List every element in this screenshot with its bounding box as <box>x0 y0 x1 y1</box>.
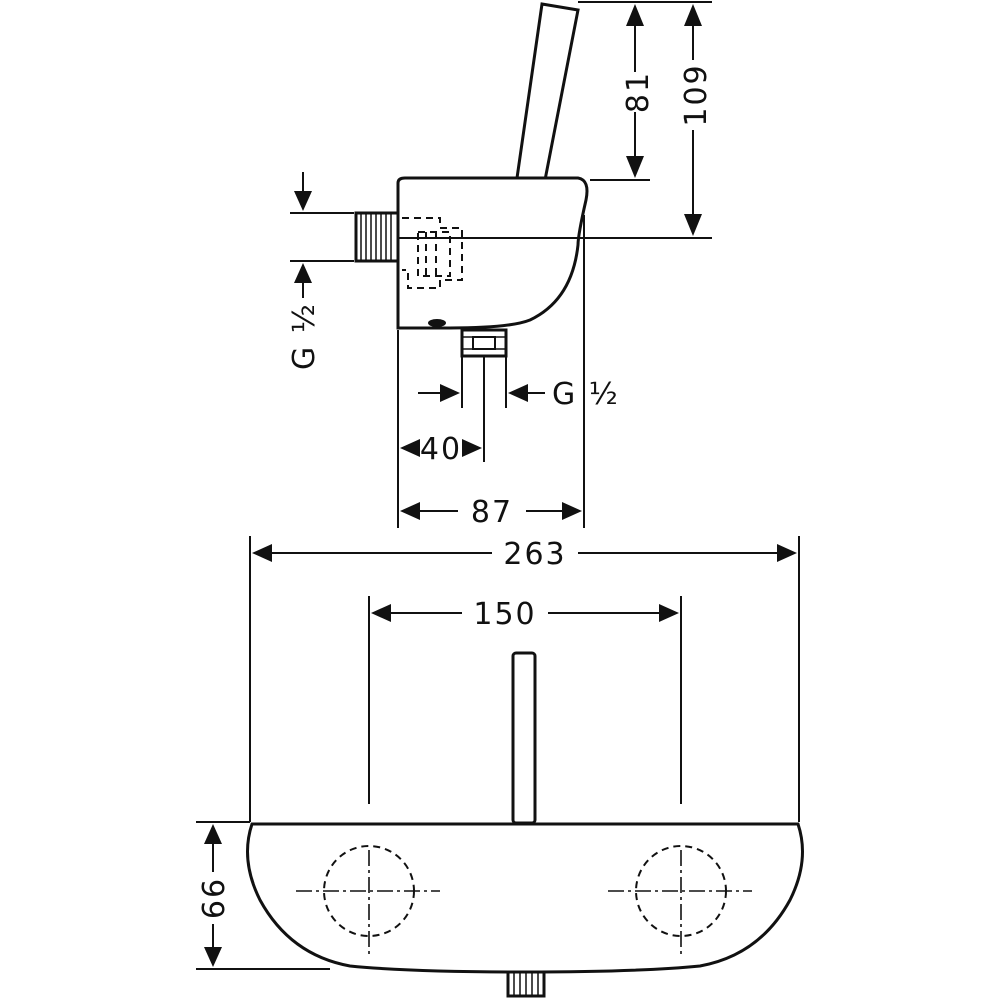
mixer-body-front <box>246 822 804 974</box>
dim-87-label: 87 <box>471 495 513 530</box>
inlet-thread <box>354 211 400 263</box>
dim-inlet-thread-label: G ½ <box>287 302 322 370</box>
hidden-inlet-left <box>296 845 440 955</box>
dim-40-label: 40 <box>420 432 462 467</box>
dim-150-label: 150 <box>473 597 536 632</box>
dim-109: 109 <box>679 4 714 236</box>
dim-109-label: 109 <box>679 63 714 126</box>
lever-handle <box>515 2 580 182</box>
dim-263-label: 263 <box>503 537 566 572</box>
dim-outlet-thread: G ½ <box>418 377 620 412</box>
dim-66: 66 <box>197 824 232 967</box>
mixer-body-side <box>396 176 589 330</box>
outlet-front <box>506 970 546 998</box>
lever-handle-front <box>511 651 537 825</box>
dim-81-label: 81 <box>621 71 656 113</box>
outlet-connector <box>460 328 508 358</box>
dim-263: 263 <box>252 537 797 572</box>
dim-outlet-thread-label: G ½ <box>552 377 620 412</box>
dim-66-label: 66 <box>197 877 232 919</box>
dim-40: 40 <box>400 432 482 467</box>
dim-inlet-thread: G ½ <box>287 172 322 370</box>
front-view: 263 150 66 <box>196 536 804 998</box>
body-slot <box>428 319 446 327</box>
dim-81: 81 <box>621 4 656 178</box>
dim-87: 87 <box>400 495 582 530</box>
dim-150: 150 <box>371 597 679 632</box>
side-view: 81 109 G ½ G ½ <box>287 1 714 530</box>
hidden-cartridge <box>402 217 463 289</box>
hidden-inlet-right <box>608 845 752 955</box>
